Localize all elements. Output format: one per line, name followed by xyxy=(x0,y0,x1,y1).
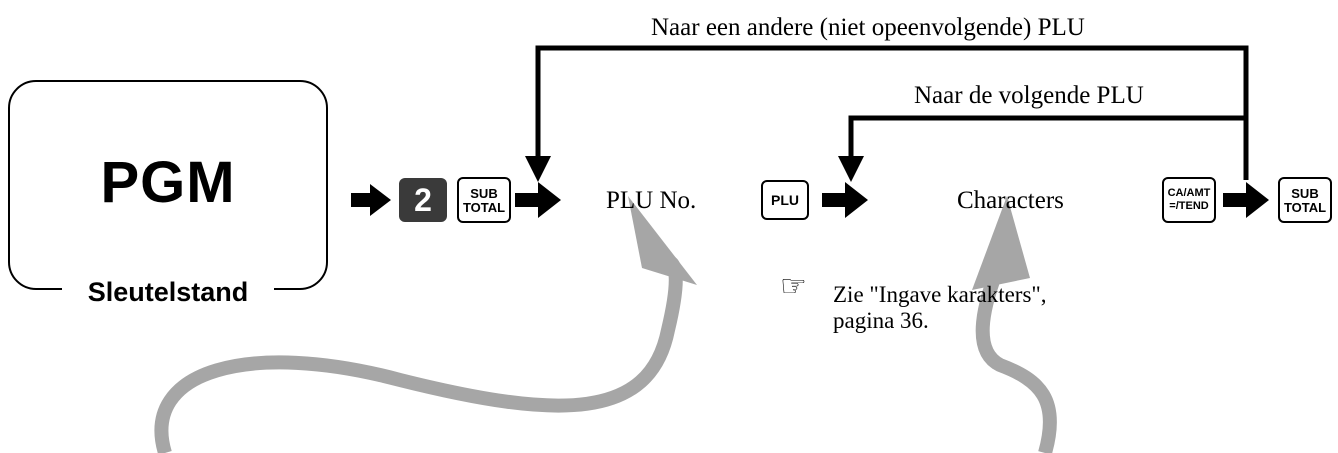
flow-arrow-2 xyxy=(515,182,561,218)
subtotal-key-line1: SUB xyxy=(470,186,498,201)
loop-next-plu-line xyxy=(848,115,1246,158)
loop-next-plu-arrowhead xyxy=(838,156,864,182)
step-plu-number: PLU No. xyxy=(606,187,697,214)
pointing-hand-icon: ☞ xyxy=(780,270,807,303)
subtotal-key-final-line1: SUB xyxy=(1291,186,1319,201)
ca-key-line2: =/TEND xyxy=(1169,200,1209,212)
flow-arrow-4 xyxy=(1223,182,1269,218)
mode-caption: Sleutelstand xyxy=(62,276,274,308)
loop-other-plu-line xyxy=(535,45,1249,180)
loop-label-other-plu: Naar een andere (niet opeenvolgende) PLU xyxy=(651,14,1085,41)
plu-key: PLU xyxy=(761,180,809,220)
subtotal-key-final: SUB TOTAL xyxy=(1278,177,1332,223)
number-key-2: 2 xyxy=(399,178,447,222)
input-curve-characters-arrowhead xyxy=(972,196,1030,290)
ca-key-line1: CA/AMT xyxy=(1167,187,1211,199)
step-characters: Characters xyxy=(957,187,1064,214)
input-curve-plu xyxy=(154,255,683,453)
reference-note-line1: Zie "Ingave karakters", xyxy=(833,282,1047,307)
flow-arrow-1 xyxy=(351,184,391,216)
reference-note-line2: pagina 36. xyxy=(833,308,929,333)
loop-label-next-plu: Naar de volgende PLU xyxy=(914,82,1144,109)
input-curve-plu-arrowhead xyxy=(628,196,697,285)
loop-other-plu-arrowhead xyxy=(525,156,551,182)
subtotal-key: SUB TOTAL xyxy=(457,177,511,223)
mode-title: PGM xyxy=(100,150,236,215)
flow-arrow-3 xyxy=(822,182,868,218)
subtotal-key-line2: TOTAL xyxy=(462,200,506,215)
ca-amt-tend-key: CA/AMT =/TEND xyxy=(1162,177,1216,223)
subtotal-key-final-line2: TOTAL xyxy=(1283,200,1327,215)
input-curve-characters xyxy=(975,259,1057,453)
